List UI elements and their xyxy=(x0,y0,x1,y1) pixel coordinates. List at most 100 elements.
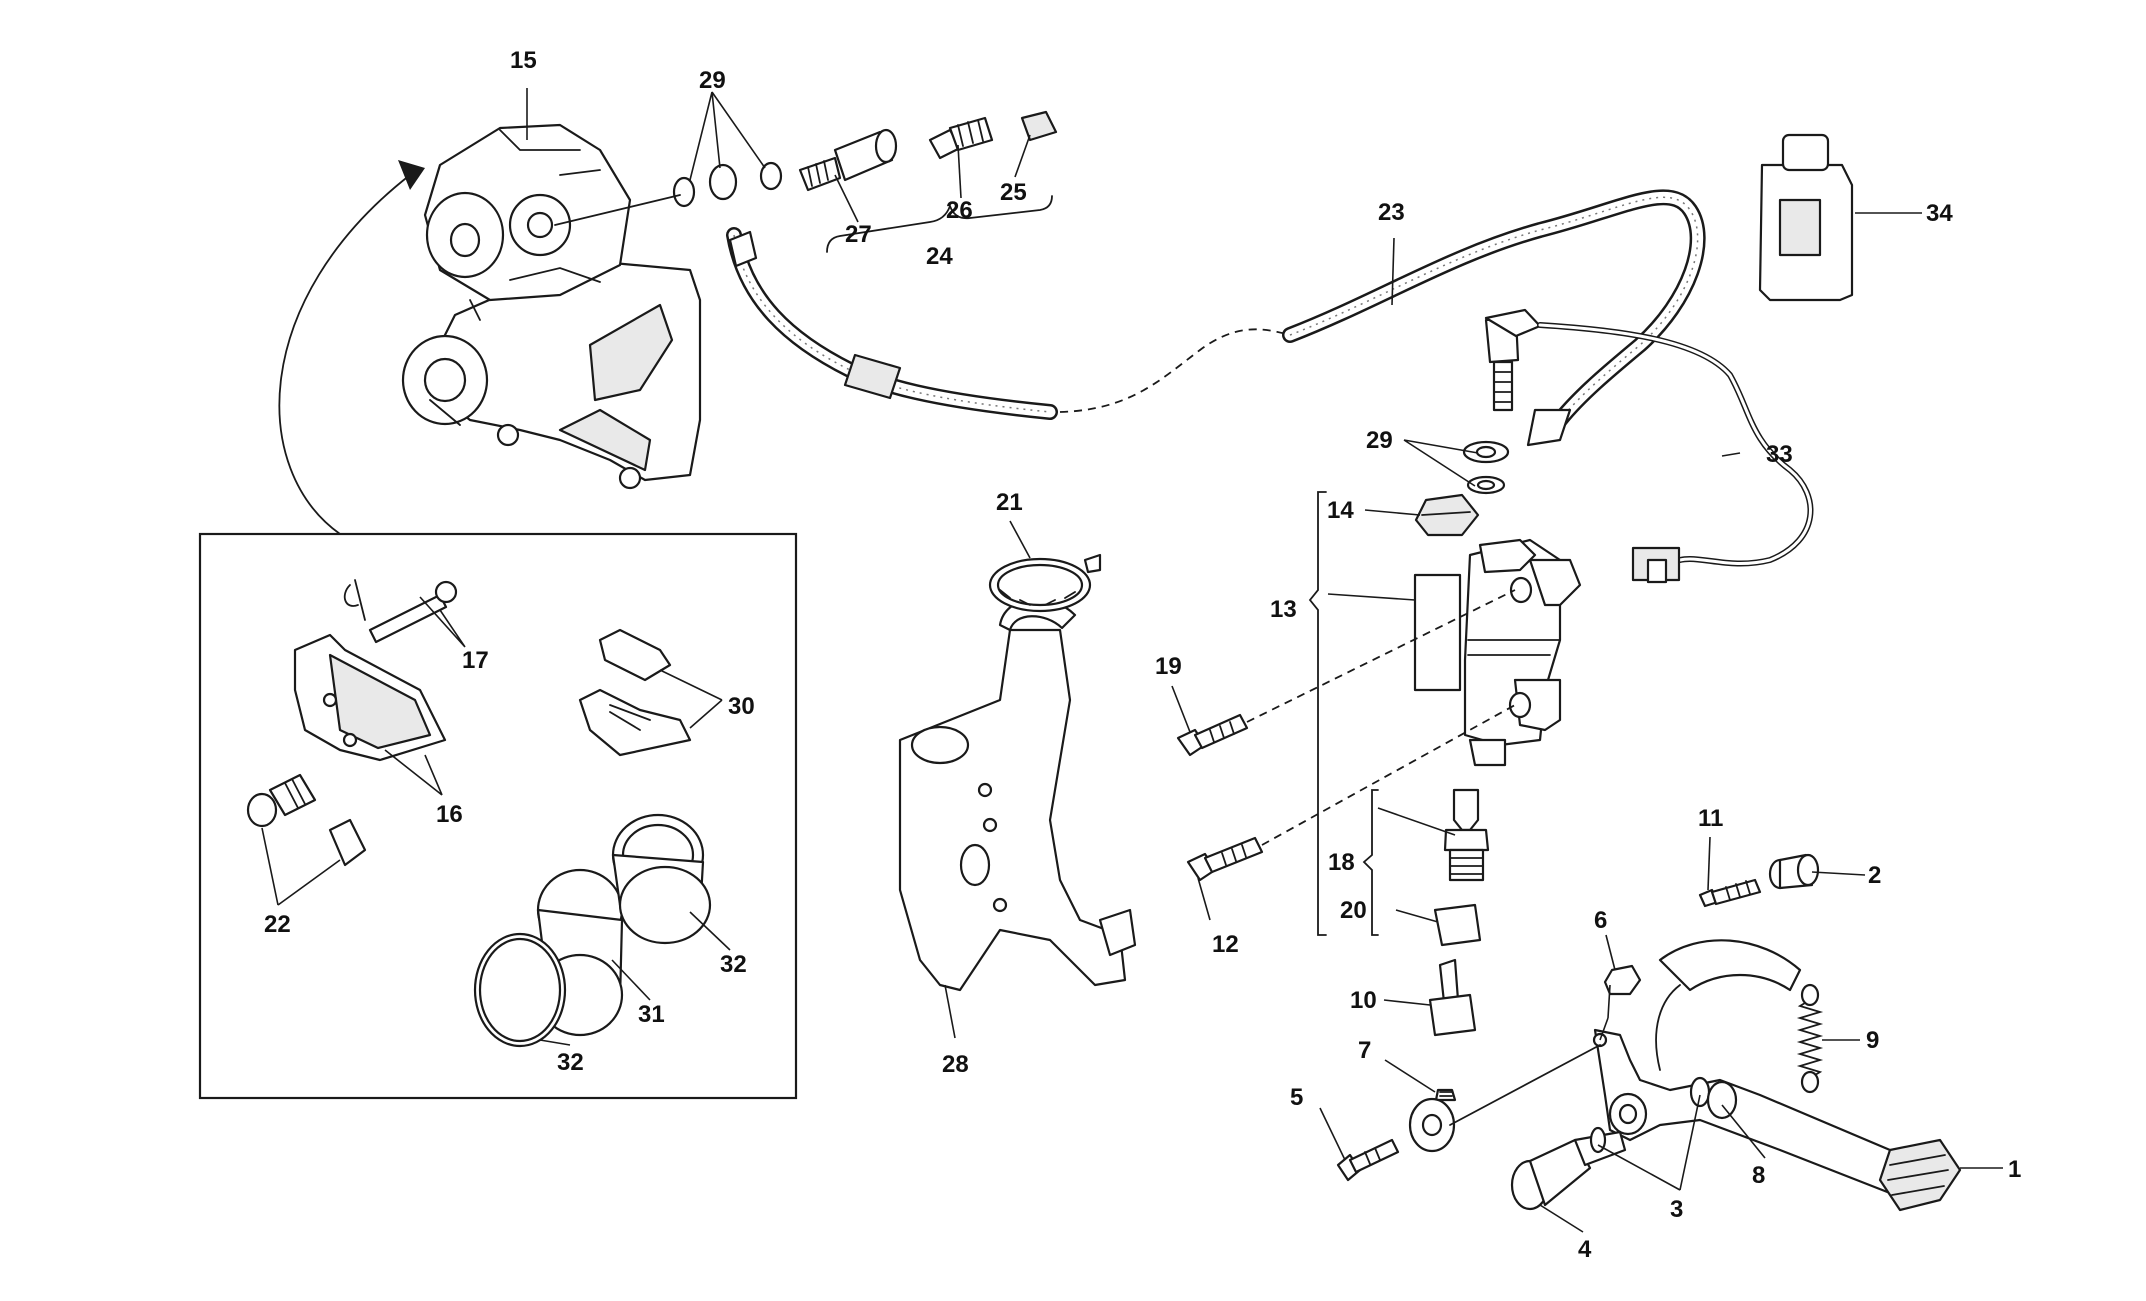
washer xyxy=(708,163,738,201)
leader-line xyxy=(1597,1094,1701,1191)
master-cylinder xyxy=(1413,440,1582,767)
leader-line xyxy=(1009,520,1031,559)
washer xyxy=(1689,1076,1711,1108)
stop-bolt xyxy=(1698,878,1762,908)
callout-26: 26 xyxy=(946,197,973,224)
brake-pad-pair xyxy=(293,633,447,762)
callout-19: 19 xyxy=(1155,653,1182,680)
callout-16: 16 xyxy=(436,801,463,828)
bracket-13 xyxy=(1308,491,1327,936)
leader-line xyxy=(1721,452,1741,457)
dust-boot xyxy=(1433,903,1482,947)
callout-7: 7 xyxy=(1358,1037,1371,1064)
callout-21: 21 xyxy=(996,489,1023,516)
leader-line xyxy=(1383,999,1431,1006)
circlip xyxy=(1589,1126,1607,1154)
leader-line xyxy=(957,144,962,199)
leader-line xyxy=(1171,685,1191,733)
callout-30: 30 xyxy=(728,693,755,720)
leader-line xyxy=(1811,871,1866,876)
callout-24: 24 xyxy=(926,243,953,270)
leader-line xyxy=(1384,1059,1436,1093)
brake-fluid-bottle xyxy=(1758,133,1854,302)
master-cylinder-bracket xyxy=(898,597,1137,992)
callout-34: 34 xyxy=(1926,200,1953,227)
bleed-cap xyxy=(1020,110,1058,142)
leader-line xyxy=(944,984,956,1039)
callout-8: 8 xyxy=(1752,1162,1765,1189)
leader-line xyxy=(1327,593,1416,601)
callout-3: 3 xyxy=(1670,1196,1683,1223)
bleed-nipple xyxy=(928,116,994,160)
caliper-banjo-link xyxy=(554,194,681,226)
callout-33: 33 xyxy=(1766,441,1793,468)
bolt xyxy=(1186,836,1264,882)
callout-2: 2 xyxy=(1868,862,1881,889)
bracket-18 xyxy=(1362,789,1379,936)
callout-14: 14 xyxy=(1327,497,1354,524)
rubber-bumper xyxy=(1768,853,1820,890)
leader-line xyxy=(261,827,341,906)
detail-arrow-head xyxy=(398,160,425,190)
linkage-line xyxy=(1449,1044,1601,1126)
callout-1: 1 xyxy=(2008,1156,2021,1183)
leader-line xyxy=(1395,909,1439,923)
piston-seal xyxy=(611,813,712,945)
leader-line xyxy=(539,1039,571,1046)
callout-32: 32 xyxy=(720,951,747,978)
leader-line xyxy=(1605,934,1616,971)
clevis xyxy=(1428,958,1477,1037)
leader-line xyxy=(1197,877,1211,921)
callout-6: 6 xyxy=(1594,907,1607,934)
detail-arrow xyxy=(278,174,411,535)
callout-5: 5 xyxy=(1290,1084,1303,1111)
callout-11: 11 xyxy=(1698,805,1723,832)
dust-seal xyxy=(473,932,567,1048)
hose-clamp xyxy=(988,553,1102,613)
leader-line xyxy=(1014,134,1031,178)
callout-13: 13 xyxy=(1270,596,1297,623)
callout-25: 25 xyxy=(1000,179,1027,206)
leader-line xyxy=(1707,836,1711,891)
leader-line xyxy=(611,959,651,1001)
leader-line xyxy=(384,749,443,796)
leader-line xyxy=(1319,1107,1346,1161)
callout-23: 23 xyxy=(1378,199,1405,226)
washer xyxy=(672,176,696,208)
return-spring xyxy=(1796,983,1824,1094)
callout-28: 28 xyxy=(942,1051,969,1078)
leader-line xyxy=(1539,1204,1584,1233)
callout-18: 18 xyxy=(1328,849,1355,876)
pad-pin xyxy=(343,579,458,644)
leader-line xyxy=(689,91,766,181)
brake-hose xyxy=(726,189,1706,447)
leader-line xyxy=(419,596,466,648)
leader-line xyxy=(1364,509,1421,516)
callout-4: 4 xyxy=(1578,1236,1592,1263)
pivot-bolt xyxy=(1510,1130,1627,1211)
clevis-eye xyxy=(1408,1088,1457,1153)
callout-15: 15 xyxy=(510,47,537,74)
pad-spring xyxy=(578,628,692,757)
bleed-assembly-brace xyxy=(826,195,1053,253)
washer xyxy=(759,161,783,191)
brake-caliper xyxy=(401,123,702,490)
brake-pedal xyxy=(1592,939,1962,1212)
bolt-alignment-line xyxy=(1261,704,1516,846)
callout-29-master: 29 xyxy=(1366,427,1393,454)
leader-line xyxy=(1721,1104,1766,1159)
nut xyxy=(1603,964,1642,996)
push-rod-assembly xyxy=(1443,788,1490,882)
leader-line xyxy=(1403,439,1479,487)
callout-27: 27 xyxy=(845,221,872,248)
leader-line xyxy=(659,669,723,729)
bolt xyxy=(1336,1138,1400,1182)
callout-10: 10 xyxy=(1350,987,1377,1014)
bolt-alignment-line xyxy=(1246,589,1516,723)
leader-line xyxy=(834,174,859,223)
caliper-bushing xyxy=(246,773,317,828)
callout-32-ring: 32 xyxy=(557,1049,584,1076)
callout-22: 22 xyxy=(264,911,291,938)
leader-line xyxy=(689,911,731,951)
callout-29: 29 xyxy=(699,67,726,94)
